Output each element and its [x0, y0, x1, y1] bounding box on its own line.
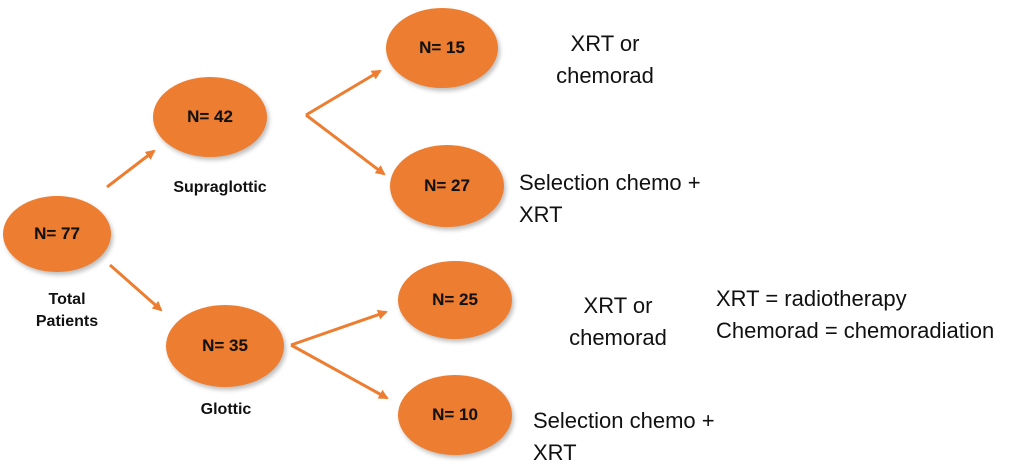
- caption-total-line2: Patients: [35, 313, 99, 330]
- node-glottic-label: N= 35: [202, 336, 248, 355]
- treatment-supra-selection-line1: Selection chemo +: [519, 170, 701, 195]
- caption-supraglottic: Supraglottic: [173, 179, 267, 196]
- node-supra-xrt: N= 15: [386, 8, 498, 88]
- legend-line2: Chemorad = chemoradiation: [716, 318, 995, 343]
- node-glottic-selection-label: N= 10: [432, 405, 478, 424]
- node-supraglottic: N= 42: [153, 77, 267, 157]
- arrow-supraglottic-to-15: [305, 69, 382, 117]
- arrow-total-to-glottic: [109, 263, 163, 312]
- treatment-glottic-xrt-line1: XRT or: [583, 293, 653, 318]
- treatment-glottic-selection-line2: XRT: [533, 440, 577, 465]
- node-glottic-xrt-label: N= 25: [432, 290, 478, 309]
- treatment-supra-xrt-line2: chemorad: [556, 63, 654, 88]
- node-glottic-selection: N= 10: [398, 375, 512, 455]
- node-total-label: N= 77: [34, 224, 80, 243]
- treatment-glottic-selection-line1: Selection chemo +: [533, 408, 715, 433]
- legend-line1: XRT = radiotherapy: [716, 286, 907, 311]
- treatment-supra-selection-line2: XRT: [519, 202, 563, 227]
- node-supra-selection-label: N= 27: [424, 176, 470, 195]
- arrow-glottic-to-25: [290, 309, 388, 347]
- arrow-glottic-to-10: [290, 343, 389, 400]
- node-supra-selection: N= 27: [390, 145, 504, 227]
- node-total: N= 77: [3, 196, 111, 272]
- caption-glottic: Glottic: [200, 401, 252, 418]
- treatment-glottic-xrt-line2: chemorad: [569, 325, 667, 350]
- caption-total-patients: Total Patients: [22, 289, 112, 333]
- treatment-glottic-xrt: XRT or chemorad: [553, 290, 683, 354]
- node-glottic: N= 35: [166, 305, 284, 387]
- treatment-supra-xrt: XRT or chemorad: [540, 28, 670, 92]
- node-glottic-xrt: N= 25: [398, 261, 512, 339]
- treatment-supra-xrt-line1: XRT or: [570, 31, 640, 56]
- abbreviation-legend: XRT = radiotherapy Chemorad = chemoradia…: [716, 283, 1022, 347]
- treatment-glottic-selection: Selection chemo + XRT: [533, 405, 753, 469]
- arrow-supraglottic-to-27: [305, 113, 386, 176]
- node-supra-xrt-label: N= 15: [419, 38, 465, 57]
- node-supraglottic-label: N= 42: [187, 107, 233, 126]
- arrow-total-to-supraglottic: [106, 149, 156, 189]
- treatment-supra-selection: Selection chemo + XRT: [519, 167, 739, 231]
- caption-total-line1: Total: [48, 291, 86, 308]
